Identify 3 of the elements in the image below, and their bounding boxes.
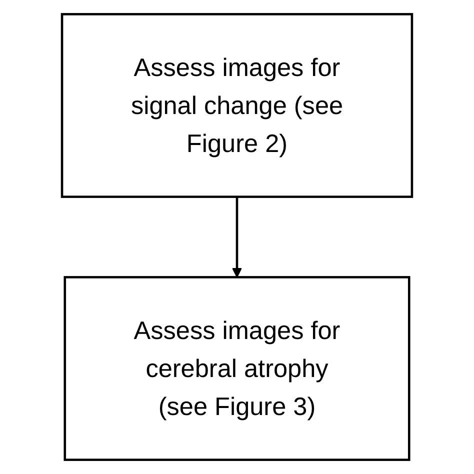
node-box: Assess images for cerebral atrophy (see Figure 3) [64, 276, 410, 461]
arrow [232, 196, 242, 278]
node-box: Assess images for signal change (see Figure 2) [60, 13, 414, 198]
